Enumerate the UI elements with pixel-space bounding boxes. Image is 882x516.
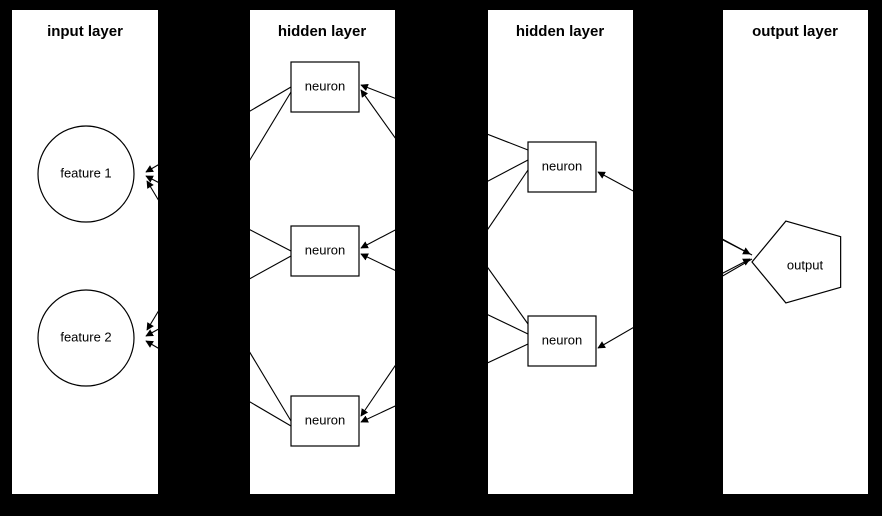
panel-input-layer: [12, 10, 158, 494]
layer-nodes: feature 1 feature 2 neuron neuron neuron neur…: [37, 61, 842, 447]
gap-band-gap-3: [633, 0, 723, 516]
node-shape-hidden1-neuron-1[interactable]: [290, 61, 360, 113]
node-label-hidden1-neuron-1: neuron: [305, 78, 345, 93]
node-label-hidden1-neuron-3: neuron: [305, 412, 345, 427]
layer-titles: input layer hidden layer hidden layer outpu…: [47, 23, 838, 40]
layer-title-output-layer: output layer: [752, 23, 838, 40]
node-label-feature-1: feature 1: [60, 165, 111, 180]
node-shape-hidden2-neuron-2[interactable]: [527, 315, 597, 367]
panel-hidden-layer-2: [488, 10, 633, 494]
panel-gap-bands: [158, 0, 723, 516]
node-label-hidden1-neuron-2: neuron: [305, 242, 345, 257]
node-shape-hidden1-neuron-3[interactable]: [290, 395, 360, 447]
node-label-hidden2-neuron-1: neuron: [542, 158, 582, 173]
layer-title-hidden-layer-1: hidden layer: [278, 23, 367, 40]
node-label-hidden2-neuron-2: neuron: [542, 332, 582, 347]
node-shape-hidden1-neuron-2[interactable]: [290, 225, 360, 277]
node-shape-output-node[interactable]: [751, 220, 842, 304]
node-label-feature-2: feature 2: [60, 329, 111, 344]
layer-title-hidden-layer-2: hidden layer: [516, 23, 605, 40]
gap-band-gap-2: [395, 0, 488, 516]
node-label-output-node: output: [787, 257, 824, 272]
node-shape-feature-1[interactable]: [37, 125, 135, 223]
gap-band-gap-1: [158, 0, 250, 516]
layer-title-input-layer: input layer: [47, 23, 123, 40]
node-shape-hidden2-neuron-1[interactable]: [527, 141, 597, 193]
node-shape-feature-2[interactable]: [37, 289, 135, 387]
